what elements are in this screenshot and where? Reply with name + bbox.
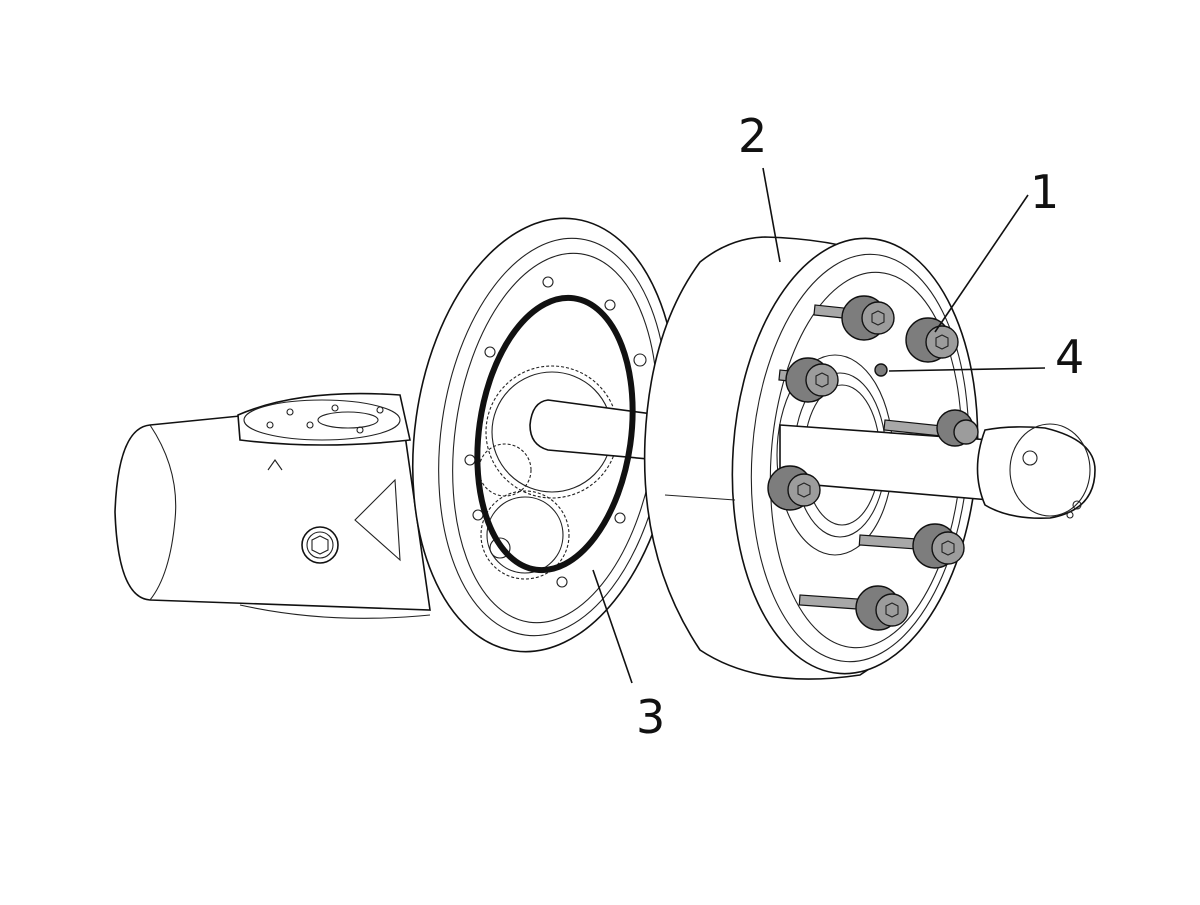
leader-line-4 [888,367,1046,372]
side-hex-screw-icon [301,526,339,564]
bolt-icon [841,295,895,341]
socket-head-bolts [767,295,979,631]
small-hole [874,363,888,377]
leader-line-3 [592,569,633,684]
output-shaft [779,423,1096,520]
callout-2: 2 [738,109,767,163]
callout-4: 4 [1055,330,1084,384]
bolt-icon [912,523,965,569]
bolt-icon [785,357,839,403]
bolt-icon [905,317,959,363]
callout-3: 3 [636,690,665,744]
robot-arm-housing [114,392,431,619]
bolt-icon [855,585,909,631]
leader-line-2 [762,167,781,263]
leader-line-1 [934,194,1029,333]
bolt-icon [936,409,979,447]
callout-1: 1 [1030,165,1059,219]
bolt-icon [767,465,821,511]
seal-ring [474,294,636,574]
